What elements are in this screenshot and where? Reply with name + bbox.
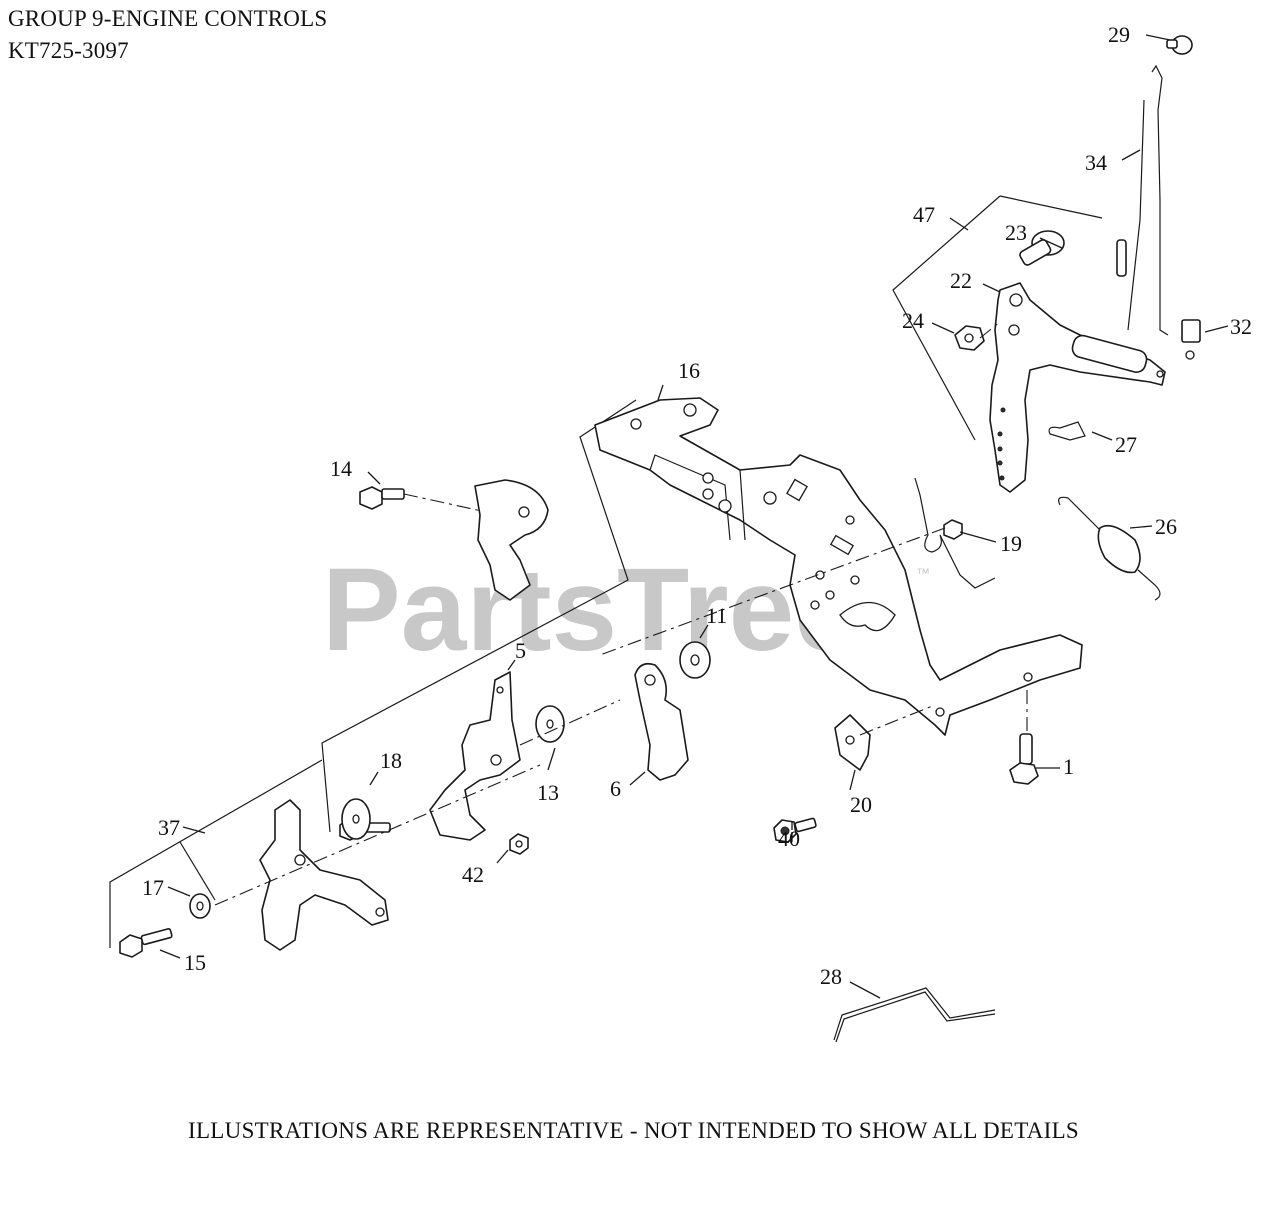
callout-28: 29 [1108,22,1130,47]
callout-1: 1 [1063,754,1074,779]
main-control-bracket [594,397,1083,736]
part-14-bolt [359,486,501,516]
part-37-lever-assembly [214,764,541,951]
part-32-throttle-rod [1116,64,1169,336]
callout-40: 40 [778,826,800,851]
callout-47: 47 [913,202,935,227]
partstree-watermark: PartsTree [322,544,860,676]
callout-17: 17 [142,875,164,900]
part-11-washer [679,641,711,679]
part-5-governor-lever [429,671,521,841]
part-17-washer [189,893,211,919]
callout-29: 32 [1230,314,1252,339]
callout-5: 5 [515,638,526,663]
part-15-bolt [119,928,173,958]
assembly-boundary-37 [109,759,323,948]
part-13-washer [519,699,621,746]
callout-27: 27 [1115,432,1137,457]
part-47-throttle-handle [989,282,1166,493]
part-27-spring [1048,421,1086,441]
callout-18: 18 [380,748,402,773]
callout-34: 28 [820,964,842,989]
callout-11: 11 [706,603,727,628]
callout-24: 24 [902,308,924,333]
part-1-shoulder-bolt [1009,690,1039,785]
part-19-spring-nut [599,477,996,656]
callout-15: 15 [184,950,206,975]
part-6-choke-arm [634,662,689,781]
part-29-clip [1181,319,1201,360]
part-20-cable-clip [834,704,936,771]
callout-26: 26 [1155,514,1177,539]
part-26-spring [1058,496,1161,601]
engine-model-number: KT725-3097 [8,38,129,63]
callout-22: 22 [950,268,972,293]
callout-23: 23 [1005,220,1027,245]
part-34-rod [833,987,996,1043]
disclaimer-footer: ILLUSTRATIONS ARE REPRESENTATIVE - NOT I… [188,1118,1080,1143]
callout-6: 6 [610,776,621,801]
callout-19: 19 [1000,531,1022,556]
part-42-nut [509,833,529,855]
throttle-arm-bracket [474,479,549,601]
callout-20: 20 [850,792,872,817]
callout-37: 37 [158,815,180,840]
callout-42: 42 [462,862,484,887]
part-24-nut [954,321,1001,351]
part-40-bolt [773,817,817,843]
diagram-group-title: GROUP 9-ENGINE CONTROLS [8,6,328,31]
callout-leader-lines [159,34,1229,999]
callout-14: 14 [330,456,352,481]
part-28-bushing [1166,35,1193,55]
callout-32: 34 [1085,150,1107,175]
callout-16: 16 [678,358,700,383]
part-callouts: 29 34 47 23 22 24 32 27 26 19 16 14 11 5… [142,22,1252,989]
watermark-trademark: ™ [916,565,930,581]
callout-13: 13 [537,780,559,805]
part-23-pin [1019,230,1065,266]
